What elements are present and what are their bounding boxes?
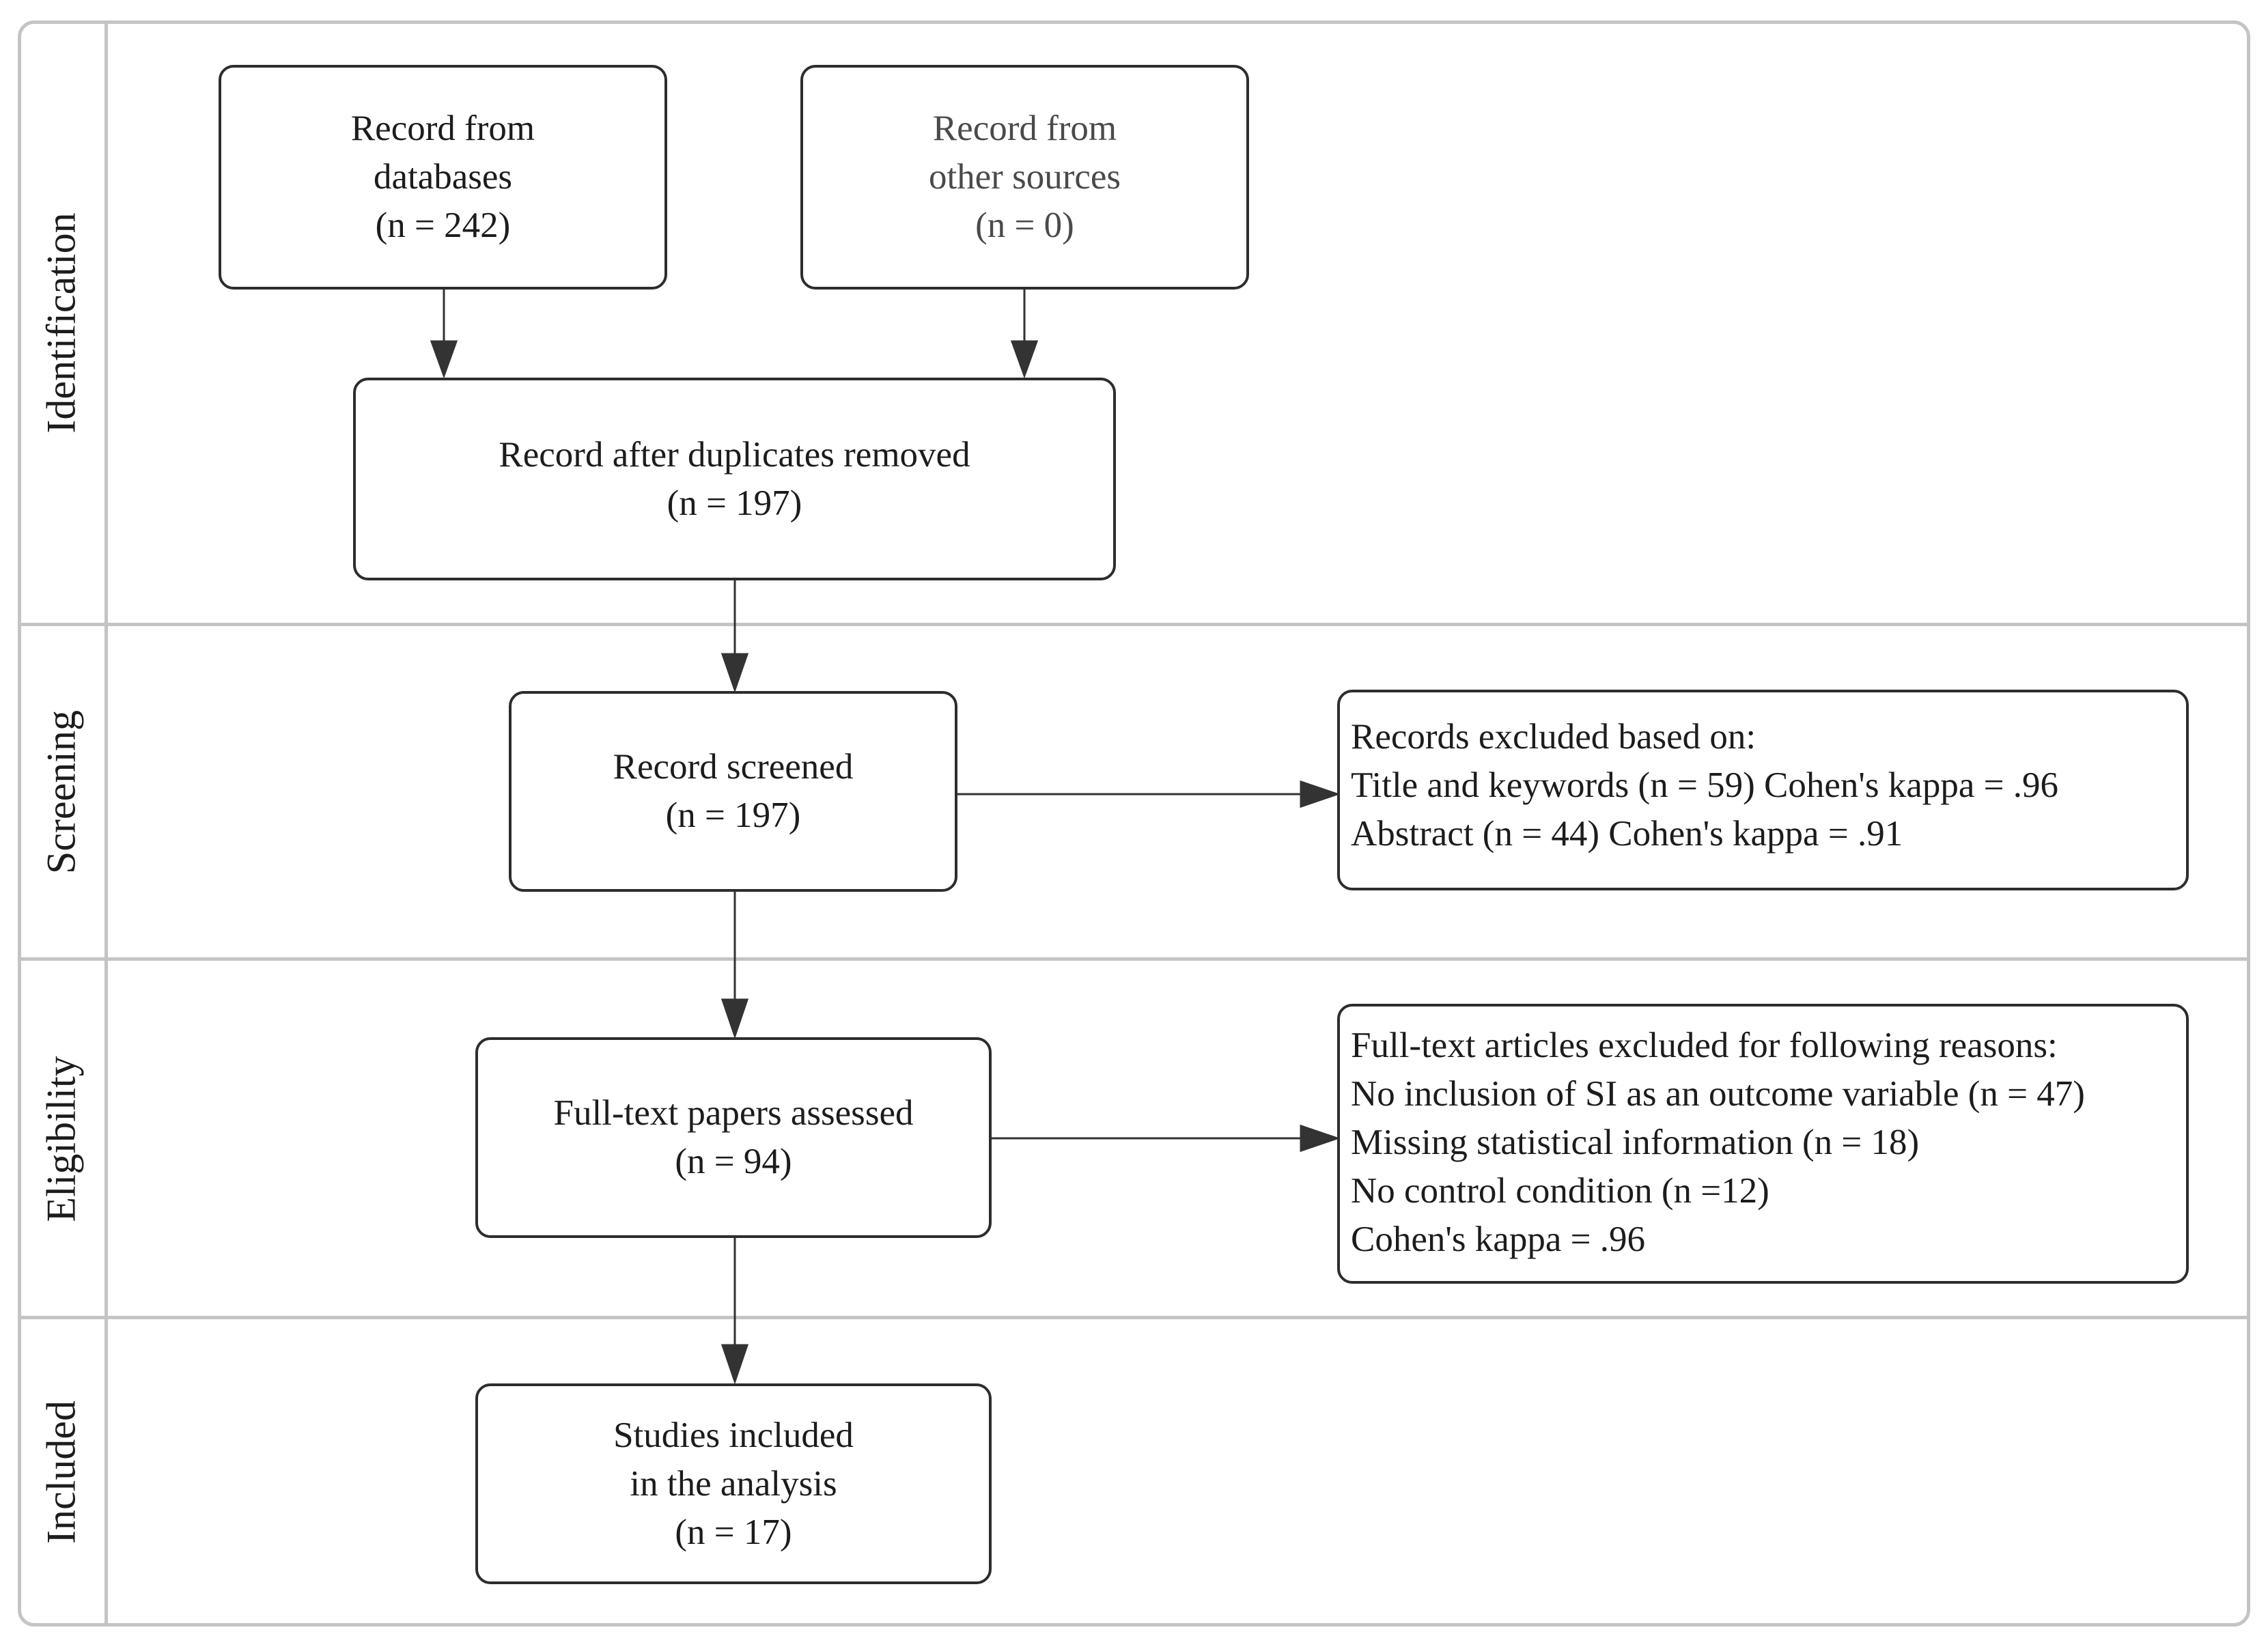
- box-text-line: (n = 0): [975, 206, 1074, 245]
- box-text-line: Title and keywords (n = 59) Cohen's kapp…: [1351, 765, 2058, 805]
- box-text-line: Full-text papers assessed: [553, 1093, 914, 1133]
- arrowhead-included: [720, 1344, 749, 1385]
- stage-identification: Identification: [18, 20, 108, 625]
- box-text-line: in the analysis: [630, 1463, 837, 1504]
- box-text-line: (n = 17): [675, 1512, 792, 1552]
- arrowhead-excluded-screening: [1300, 780, 1341, 808]
- box-text-line: Record from: [932, 109, 1117, 148]
- box-text-line: Full-text articles excluded for followin…: [1351, 1026, 2058, 1065]
- divider-identification-screening: [18, 623, 2250, 626]
- stage-screening: Screening: [18, 625, 108, 959]
- box-studies-included: Studies included in the analysis (n = 17…: [475, 1383, 992, 1584]
- box-text-line: other sources: [928, 157, 1121, 197]
- box-text-line: (n = 242): [375, 206, 511, 245]
- box-text-line: (n = 197): [667, 483, 802, 523]
- arrowhead-excluded-fulltext: [1300, 1124, 1341, 1153]
- box-records-other-sources: Record from other sources (n = 0): [800, 65, 1249, 290]
- box-text-line: databases: [373, 157, 513, 197]
- box-records-screened: Record screened (n = 197): [509, 691, 957, 892]
- arrowhead-databases: [430, 340, 458, 379]
- box-records-databases: Record from databases (n = 242): [219, 65, 667, 290]
- box-text-line: (n = 197): [665, 796, 801, 835]
- arrowhead-fulltext: [720, 998, 749, 1039]
- box-text-line: No inclusion of SI as an outcome variabl…: [1351, 1074, 2085, 1114]
- stage-eligibility: Eligibility: [18, 959, 108, 1318]
- box-full-text-assessed: Full-text papers assessed (n = 94): [475, 1037, 992, 1238]
- divider-eligibility-included: [18, 1316, 2250, 1319]
- box-text-line: Record from: [350, 109, 535, 148]
- divider-screening-eligibility: [18, 957, 2250, 961]
- box-text-line: Record after duplicates removed: [499, 434, 970, 475]
- box-text-line: Cohen's kappa = .96: [1351, 1220, 1645, 1259]
- arrowhead-screened: [720, 653, 749, 693]
- box-text-line: Missing statistical information (n = 18): [1351, 1123, 1920, 1162]
- diagram-frame: [18, 20, 2250, 1627]
- box-text-line: Studies included: [613, 1415, 854, 1455]
- box-after-duplicates: Record after duplicates removed (n = 197…: [353, 378, 1116, 580]
- box-records-excluded-screening: Records excluded based on: Title and key…: [1337, 690, 2189, 890]
- box-text-line: Record screened: [613, 747, 854, 787]
- box-text-line: Abstract (n = 44) Cohen's kappa = .91: [1351, 814, 1903, 854]
- stage-included: Included: [18, 1318, 108, 1627]
- box-full-text-excluded: Full-text articles excluded for followin…: [1337, 1004, 2189, 1284]
- arrowhead-other: [1010, 340, 1039, 379]
- box-text-line: No control condition (n =12): [1351, 1171, 1769, 1211]
- box-text-line: Records excluded based on:: [1351, 717, 1756, 757]
- box-text-line: (n = 94): [675, 1142, 792, 1181]
